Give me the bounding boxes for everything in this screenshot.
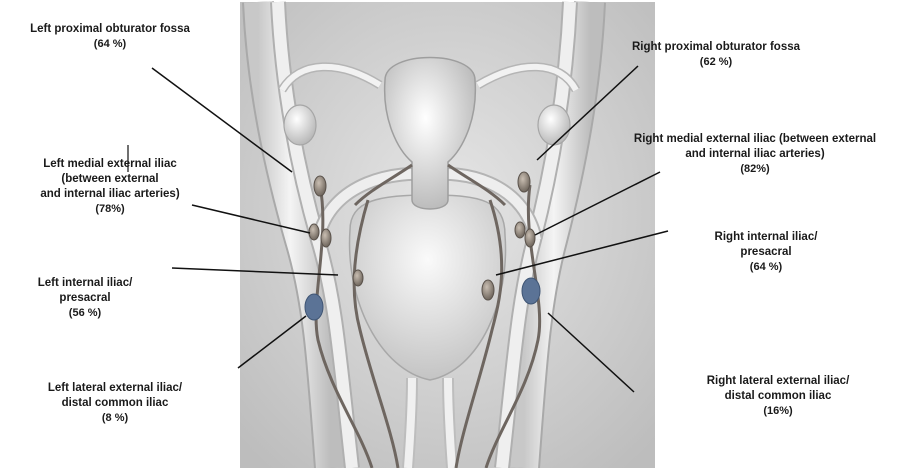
label-left-lateral-external-iliac: Left lateral external iliac/ distal comm… [15,381,215,426]
label-percentage: (16%) [668,404,888,419]
lymph-node [482,280,494,300]
right-sentinel-node [522,278,540,304]
label-line: Right lateral external iliac/ [668,374,888,389]
label-right-lateral-external-iliac: Right lateral external iliac/ distal com… [668,374,888,419]
lymph-node [321,229,331,247]
label-line: and internal iliac arteries) [606,147,904,162]
lymph-node [518,172,530,192]
label-percentage: (64 %) [5,37,215,52]
left-sentinel-node [305,294,323,320]
label-line: Right proximal obturator fossa [606,40,826,55]
label-left-medial-external-iliac: Left medial external iliac (between exte… [5,157,215,217]
label-line: Right medial external iliac (between ext… [606,132,904,147]
label-line: distal common iliac [668,389,888,404]
lymph-node [515,222,525,238]
label-percentage: (8 %) [15,411,215,426]
left-ovary [284,105,316,145]
label-line: distal common iliac [15,396,215,411]
label-right-proximal-obturator: Right proximal obturator fossa (62 %) [606,40,826,70]
label-percentage: (62 %) [606,55,826,70]
label-line: Left proximal obturator fossa [5,22,215,37]
label-line: presacral [676,245,856,260]
label-percentage: (78%) [5,202,215,217]
right-ovary [538,105,570,145]
label-percentage: (64 %) [676,260,856,275]
label-percentage: (56 %) [5,306,165,321]
lymph-node [309,224,319,240]
lymph-node [525,229,535,247]
label-line: Left lateral external iliac/ [15,381,215,396]
label-left-proximal-obturator: Left proximal obturator fossa (64 %) [5,22,215,52]
label-line: (between external [5,172,215,187]
lymph-node [314,176,326,196]
label-line: Left internal iliac/ [5,276,165,291]
label-left-internal-iliac: Left internal iliac/ presacral (56 %) [5,276,165,321]
lymph-node [353,270,363,286]
label-line: Right internal iliac/ [676,230,856,245]
label-percentage: (82%) [606,162,904,177]
label-line: presacral [5,291,165,306]
label-line: Left medial external iliac [5,157,215,172]
label-right-internal-iliac: Right internal iliac/ presacral (64 %) [676,230,856,275]
label-right-medial-external-iliac: Right medial external iliac (between ext… [606,132,904,177]
label-line: and internal iliac arteries) [5,187,215,202]
